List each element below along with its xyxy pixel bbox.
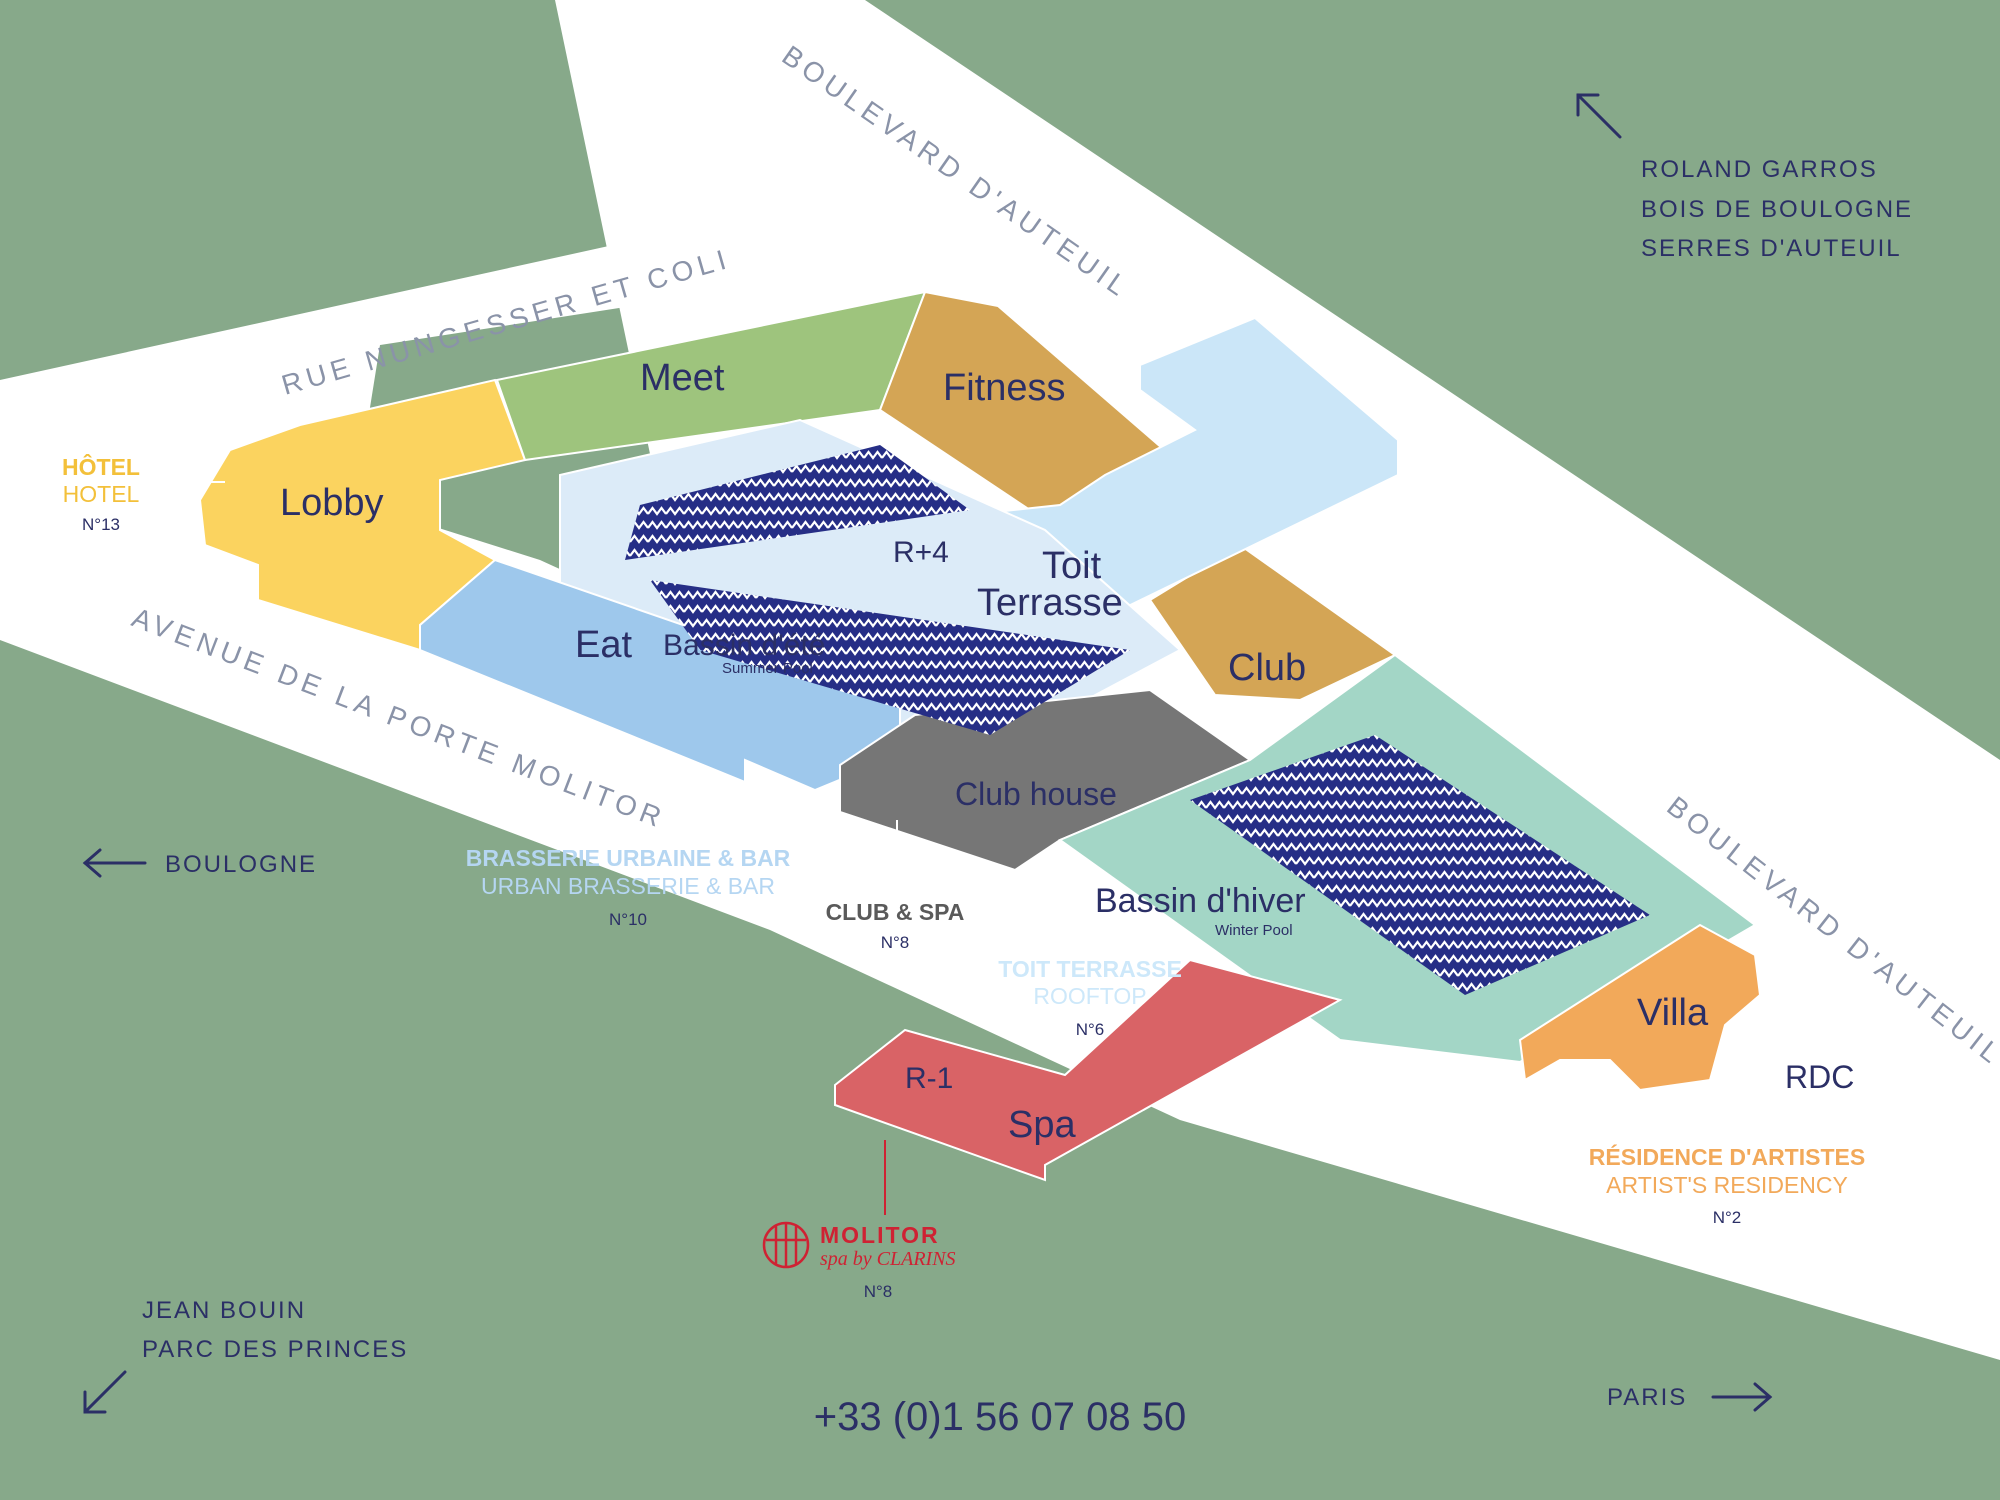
zone-toit: Toit [1042,545,1102,587]
zone-rdc: RDC [1785,1059,1854,1095]
zone-terrasse: Terrasse [977,582,1123,624]
rue-nungesser-road [0,205,930,470]
brasserie-callout-title: BRASSERIE URBAINE & BAR [466,845,791,871]
villa-building [1518,923,1762,1092]
direction-serres-auteuil: SERRES D'AUTEUIL [1641,235,1902,262]
summer-pool-water [625,445,970,560]
zone-lobby: Lobby [280,482,384,524]
residence-callout-title: RÉSIDENCE D'ARTISTES [1589,1143,1865,1170]
molitor-logo-icon [762,1221,810,1269]
residence-callout-number: N°2 [1713,1208,1742,1227]
zone-r4: R+4 [893,536,949,569]
eat-building [419,558,901,792]
club-spa-callout-title: CLUB & SPA [826,899,965,925]
club-spa-callout-number: N°8 [881,933,910,952]
zone-club: Club [1228,647,1306,689]
direction-parc-des-princes: PARC DES PRINCES [142,1336,408,1363]
callout-leader-lines [175,481,1726,1130]
molitor-brand: MOLITOR [820,1222,940,1248]
hotel-callout-number: N°13 [82,515,120,534]
zone-winter-pool: Winter Pool [1215,922,1293,939]
zone-eat: Eat [575,624,632,666]
arrow-up-left-icon [1576,93,1622,139]
zone-r-1: R-1 [905,1062,953,1095]
zone-summer-pool: Summer Pool [722,660,813,677]
arrow-down-left-icon [83,1370,127,1414]
hotel-callout-title: HÔTEL [62,453,140,480]
spa-building [834,958,1343,1182]
brasserie-callout-subtitle: URBAN BRASSERIE & BAR [481,873,775,899]
direction-boulogne: BOULOGNE [165,851,317,878]
residence-callout-subtitle: ARTIST'S RESIDENCY [1606,1172,1848,1198]
zone-meet: Meet [640,357,725,399]
toit-callout-subtitle: ROOFTOP [1033,983,1146,1009]
direction-paris: PARIS [1607,1384,1687,1411]
winter-pool-water [1190,735,1650,995]
molitor-tagline: spa by CLARINS [820,1248,956,1270]
zone-bassin-ete: Bassin d'été [663,629,826,662]
zone-fitness: Fitness [943,367,1065,409]
hotel-callout-subtitle: HOTEL [63,481,140,507]
toit-callout-number: N°6 [1076,1020,1105,1039]
zone-bassin-hiver: Bassin d'hiver [1095,882,1306,920]
arrow-left-icon [82,848,147,878]
arrow-right-icon [1711,1382,1773,1412]
direction-roland-garros: ROLAND GARROS [1641,156,1878,183]
molitor-callout-number: N°8 [864,1282,893,1301]
zone-villa: Villa [1637,992,1709,1034]
brasserie-callout-number: N°10 [609,910,647,929]
toit-callout-title: TOIT TERRASSE [998,956,1182,982]
zone-spa: Spa [1008,1104,1076,1146]
summer-pool-water-south [650,580,1130,735]
direction-bois-de-boulogne: BOIS DE BOULOGNE [1641,196,1913,223]
direction-jean-bouin: JEAN BOUIN [142,1297,306,1324]
phone-number[interactable]: +33 (0)1 56 07 08 50 [814,1395,1187,1439]
zone-club-house: Club house [955,776,1117,812]
